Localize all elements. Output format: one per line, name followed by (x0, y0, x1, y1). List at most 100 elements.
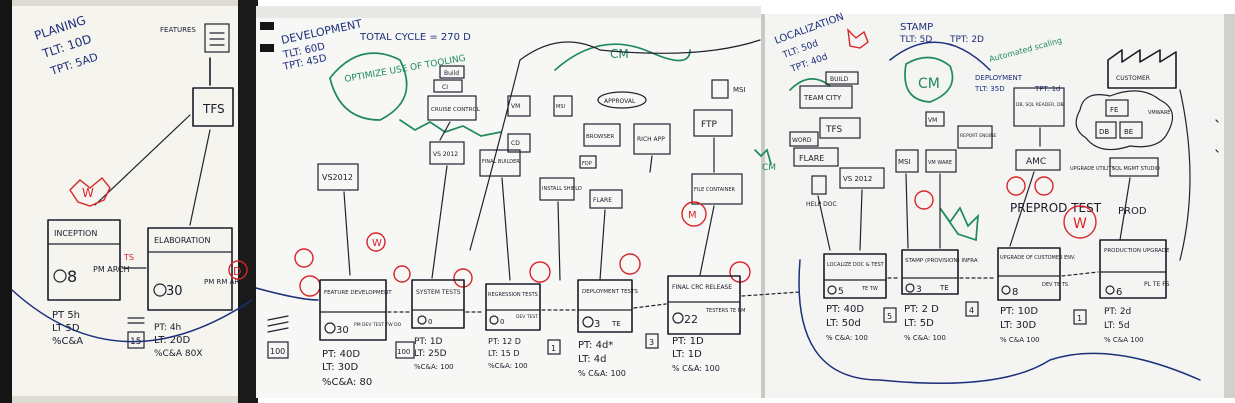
tool-flare-loc (793, 147, 839, 167)
tool-cd-label: CD (511, 140, 520, 147)
dev-arrows (343, 121, 715, 281)
elaboration-ca: %C&A 80X (154, 349, 203, 359)
system-pt: PT: 1D (414, 337, 443, 347)
upgrade-count: 8 (1012, 287, 1018, 298)
loc-burst-m2 (914, 190, 934, 210)
inception-count: 8 (67, 267, 77, 286)
tool-vs2012b-label: VS 2012 (433, 151, 458, 158)
marker-tape-2 (260, 44, 274, 52)
tool-vmware2-label: VMWARE (1148, 110, 1170, 116)
loc-burst-m (1006, 176, 1026, 196)
tool-approval-label: APPROVAL (604, 98, 636, 105)
inception-lt: LT 5D (52, 323, 80, 334)
stamp-lt: LT: 5D (904, 318, 934, 329)
waste-burst-planning (69, 177, 111, 207)
features-doc: FEATURES (160, 23, 230, 53)
feature-development-box: FEATURE DEVELOPMENT 30 PM DEV TEST TW DO… (319, 279, 402, 388)
final-label: FINAL CRC RELEASE (672, 284, 732, 291)
tool-vmware-label: VM WARE (928, 160, 952, 166)
arrow-elaboration-tfs (189, 129, 211, 226)
system-tests-box: SYSTEM TESTS 0 PT: 1D LT: 25D %C&A: 100 (411, 279, 465, 371)
tool-finalbuilder-label: FINAL BUILDER (482, 159, 520, 165)
deployment-tests-box: DEPLOYMENT TESTS 3 TE PT: 4d* LT: 4d % C… (577, 279, 638, 378)
upgrade-pt: PT: 10D (1000, 306, 1038, 317)
queue-loc-2: 4 (969, 306, 974, 315)
tool-rich-app (633, 123, 671, 155)
ts-burst: TS (123, 253, 134, 262)
queue-dev-4: 3 (649, 338, 654, 347)
tool-vs2012a-label: VS2012 (322, 173, 353, 182)
production-count: 6 (1116, 287, 1122, 298)
stamp-tpt: TPT: 2D (949, 35, 984, 45)
tool-db-sql (1013, 87, 1065, 127)
regression-roles: DEV TEST (516, 314, 538, 320)
tool-ftp-label: FTP (701, 120, 718, 130)
cm-cloud (554, 43, 691, 71)
deploy-ca: % C&A: 100 (578, 369, 626, 378)
inception-box: INCEPTION 8 PM ARCH PT 5h LT 5D %C&A (47, 219, 130, 347)
inception-pt: PT 5h (52, 310, 80, 321)
queue-dev-3: 1 (551, 344, 556, 353)
production-label: PRODUCTION UPGRADE (1104, 248, 1170, 254)
cm-label-2: CM (762, 163, 776, 173)
deploy-count: 3 (594, 319, 600, 330)
board-panel-development (256, 6, 761, 398)
tool-fdp-label: FDP (582, 161, 592, 167)
final-lt: LT: 1D (672, 349, 702, 360)
tool-tfs-loc (819, 117, 861, 139)
elaboration-label: ELABORATION (154, 236, 210, 245)
dev-waste-bursts: W M (294, 201, 751, 297)
tool-upgrade-utility-label: UPGRADE UTILITY (1070, 166, 1115, 172)
localize-box: LOCALIZE DOC & TEST 5 TE TW PT: 40D LT: … (823, 253, 887, 342)
arrow-inception-tfs (94, 114, 191, 206)
tool-browser (583, 123, 621, 147)
tool-file-container (691, 173, 743, 205)
production-roles: PL TE FS (1144, 281, 1170, 288)
tool-flare-label: FLARE (593, 197, 612, 204)
system-lt: LT: 25D (414, 349, 447, 359)
board-panel-localization (761, 14, 1233, 398)
feature-ca: %C&A: 80 (322, 377, 372, 388)
queue-dev-2: 100 (397, 348, 410, 356)
tool-word-label: WORD (792, 137, 812, 144)
tool-filecontainer-label: FILE CONTAINER (694, 187, 736, 193)
inception-label: INCEPTION (54, 229, 97, 238)
queue-loc-1: 5 (887, 312, 892, 321)
tool-msiloc-label: MSI (898, 158, 911, 166)
tool-amc-label: AMC (1026, 157, 1046, 167)
tool-install-shield (539, 177, 575, 201)
tool-vs2012-b (429, 141, 465, 165)
tool-build (439, 65, 465, 79)
dev-flow-in (255, 287, 319, 301)
upgrade-ca: % C&A 100 (1000, 336, 1040, 344)
regression-ca: %C&A: 100 (488, 362, 528, 370)
queue-box-planning (127, 331, 145, 349)
preprod-label: PREPROD TEST (1010, 201, 1102, 215)
planning-baseline (11, 289, 253, 343)
deployment-tlt: TLT: 35D (974, 85, 1005, 93)
feature-roles: PM DEV TEST TW DO (354, 322, 402, 328)
customer-factory: CUSTOMER (1107, 49, 1177, 89)
dev-long-connector (469, 39, 761, 251)
tool-teamcity-label: TEAM CITY (803, 94, 842, 102)
tool-browser-label: BROWSER (586, 134, 614, 140)
stamp-box: STAMP (PROVISION) INFRA 3 TE PT: 2 D LT:… (901, 249, 978, 342)
production-box: PRODUCTION UPGRADE 6 PL TE FS PT: 2d LT:… (1099, 239, 1170, 344)
final-pt: PT: 1D (672, 336, 704, 347)
stamp-pt: PT: 2 D (904, 304, 939, 315)
tool-helpdoc-label: HELP DOC (806, 201, 837, 208)
cm-label-loc: CM (918, 76, 940, 92)
deploy-pt: PT: 4d* (578, 340, 613, 351)
waste-w-planning: W (82, 186, 94, 200)
loc-push-arrows (887, 271, 1099, 279)
queue-loc-3: 1 (1077, 314, 1082, 323)
tool-msi-loc (895, 149, 919, 173)
loc-red-mark (847, 28, 869, 49)
marker-tape-1 (260, 22, 274, 30)
tool-msi-doc (553, 95, 573, 117)
deploy-roles: TE (611, 320, 621, 328)
dev-tools: Build CI CRUISE CONTROL VS 2012 VS2012 V… (317, 65, 746, 209)
tool-vm-label: VM (511, 103, 520, 110)
inception-roles: PM ARCH (93, 265, 130, 274)
tool-ftp (693, 109, 733, 137)
